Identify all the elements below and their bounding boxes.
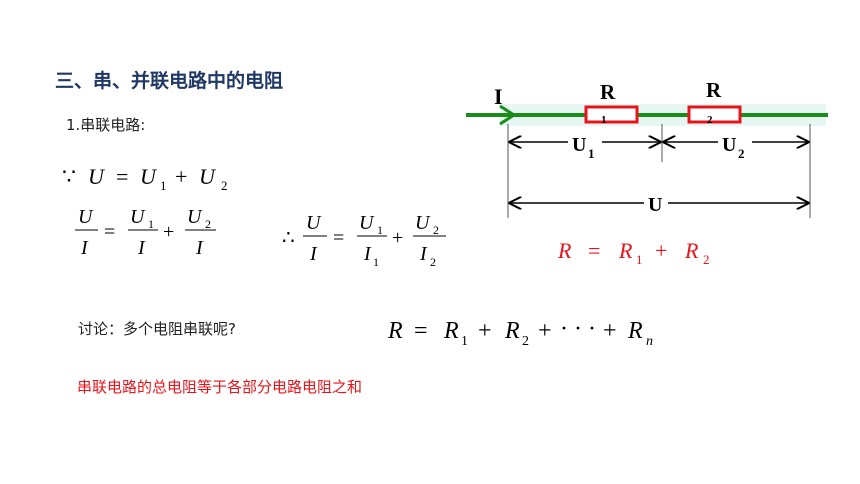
- frac2-den-i: I: [309, 243, 318, 265]
- frac2-num-u: U: [306, 212, 322, 234]
- frac1-num-u1-sub: 1: [148, 217, 154, 231]
- frac1-den-i-3: I: [195, 237, 204, 259]
- formula-u1-sub: 1: [160, 178, 167, 193]
- frac1-plus: +: [163, 221, 174, 243]
- conclusion-text: 串联电路的总电阻等于各部分电路电阻之和: [77, 378, 363, 396]
- gen-plus-1: +: [478, 318, 492, 344]
- frac2-num-u1: U: [359, 212, 375, 234]
- u1-label: U: [572, 134, 586, 156]
- frac2-plus: +: [392, 227, 403, 249]
- u2-subscript: 2: [738, 146, 745, 161]
- r1-label: R: [600, 80, 616, 104]
- formula-eq-1: =: [116, 164, 128, 189]
- frac1-num-u: U: [78, 206, 94, 228]
- frac1-den-i-2: I: [137, 237, 146, 259]
- u2-label: U: [722, 134, 736, 156]
- u1-subscript: 1: [588, 146, 595, 161]
- gen-r1-sub: 1: [461, 334, 468, 349]
- gen-eq: =: [414, 318, 428, 344]
- frac1-num-u1: U: [130, 206, 146, 228]
- frac2-den-i2: I: [419, 243, 428, 265]
- section-subtitle: 1.串联电路:: [66, 116, 146, 134]
- gen-plus-2: +: [538, 318, 552, 344]
- slide-title: 三、串、并联电路中的电阻: [55, 70, 284, 92]
- formula-red-series: R = R 1 + R 2: [557, 238, 710, 267]
- formula-plus-1: +: [175, 164, 187, 189]
- current-label: I: [494, 84, 503, 109]
- formula-fraction-1: U I = U 1 I + U 2 I: [75, 206, 216, 259]
- gen-rn: R: [627, 318, 643, 344]
- frac2-eq: =: [333, 227, 344, 249]
- r2-subscript: 2: [707, 114, 713, 126]
- frac2-num-u2-sub: 2: [433, 223, 439, 237]
- current-arrow: [499, 104, 517, 126]
- frac2-num-u2: U: [415, 212, 431, 234]
- formula-therefore: ∴ U I = U 1 I 1 + U 2 I 2: [282, 212, 446, 269]
- gen-r2-sub: 2: [522, 334, 529, 349]
- red-plus: +: [655, 238, 667, 263]
- r2-label: R: [706, 78, 722, 102]
- frac2-num-u1-sub: 1: [377, 223, 383, 237]
- resistor-r1: [584, 105, 639, 124]
- frac2-den-i1: I: [363, 243, 372, 265]
- frac1-eq: =: [104, 221, 115, 243]
- red-r2-sub: 2: [703, 252, 710, 267]
- red-r1: R: [618, 238, 633, 263]
- red-r1-sub: 1: [636, 252, 643, 267]
- because-symbol: ∵: [62, 164, 76, 189]
- formula-general: R = R 1 + R 2 + · · · + R n: [387, 316, 653, 349]
- frac1-num-u2: U: [187, 206, 203, 228]
- u-label: U: [648, 194, 662, 216]
- gen-r: R: [387, 318, 403, 344]
- red-r: R: [557, 238, 572, 263]
- gen-rn-sub: n: [646, 334, 653, 349]
- formula-u1: U: [140, 164, 158, 189]
- red-eq: =: [588, 238, 600, 263]
- gen-dots: · · ·: [560, 316, 596, 342]
- red-r2: R: [684, 238, 699, 263]
- formula-u: U: [88, 164, 106, 189]
- frac2-den-i2-sub: 2: [430, 255, 436, 269]
- formula-because: ∵ U = U 1 + U 2: [62, 164, 228, 193]
- therefore-symbol: ∴: [282, 227, 295, 249]
- formula-u2: U: [199, 164, 217, 189]
- frac1-num-u2-sub: 2: [205, 217, 211, 231]
- formula-u2-sub: 2: [221, 178, 228, 193]
- frac1-den-i: I: [80, 237, 89, 259]
- resistor-r2: [687, 105, 742, 124]
- frac2-den-i1-sub: 1: [373, 255, 379, 269]
- r1-subscript: 1: [601, 114, 607, 126]
- discussion-text: 讨论：多个电阻串联呢?: [78, 320, 236, 338]
- gen-r1: R: [443, 318, 459, 344]
- gen-plus-3: +: [603, 318, 617, 344]
- gen-r2: R: [504, 318, 520, 344]
